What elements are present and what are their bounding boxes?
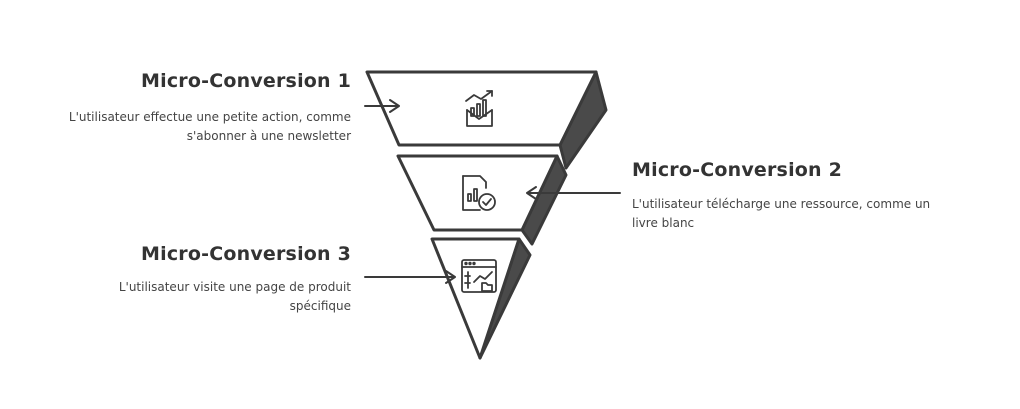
stage-3-segment <box>430 237 521 360</box>
micro-conversion-2-title: Micro-Conversion 2 <box>632 159 842 181</box>
stage-1-segment <box>365 70 598 147</box>
micro-conversion-1-description: L'utilisateur effectue une petite action… <box>68 110 351 143</box>
micro-conversion-2-description: L'utilisateur télécharge une ressource, … <box>632 197 931 230</box>
email-growth-icon <box>465 90 493 127</box>
mc1-arrow <box>364 99 400 113</box>
mc2-arrow <box>526 186 621 200</box>
micro-conversion-3-title: Micro-Conversion 3 <box>141 243 351 265</box>
browser-page-icon <box>461 259 497 293</box>
document-check-icon <box>462 175 496 211</box>
micro-conversion-1-title: Micro-Conversion 1 <box>141 70 351 92</box>
micro-conversion-3-description: L'utilisateur visite une page de produit… <box>118 280 351 313</box>
mc3-arrow <box>364 270 456 284</box>
